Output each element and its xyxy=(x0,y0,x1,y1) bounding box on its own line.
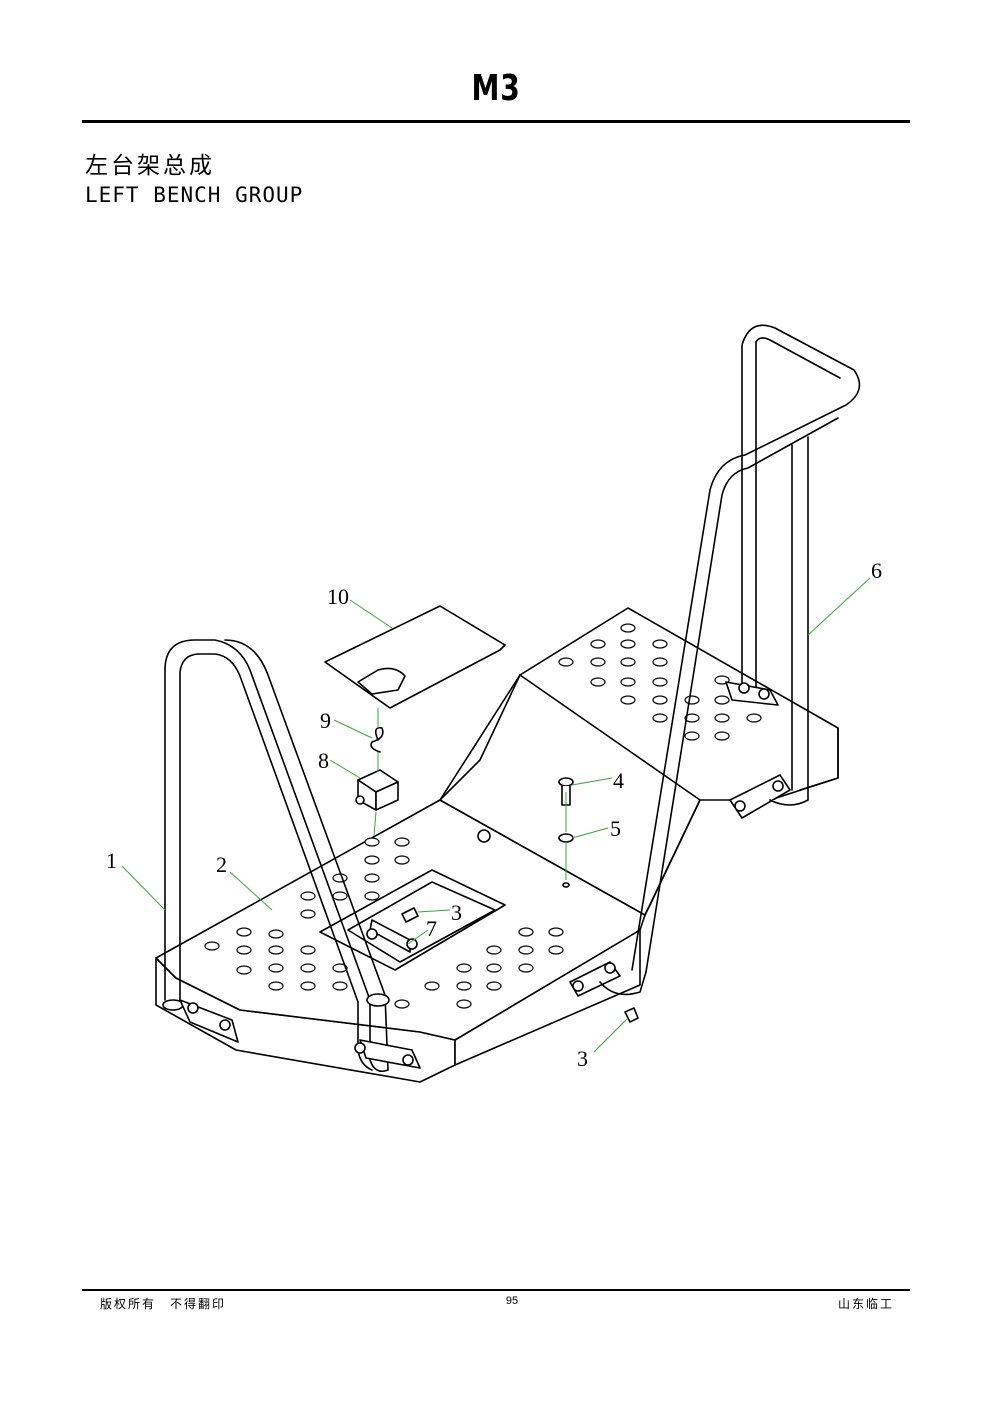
callout-5: 5 xyxy=(610,816,621,841)
leader-lines xyxy=(121,577,871,1053)
callout-7: 7 xyxy=(426,916,437,941)
cover-plate xyxy=(324,605,506,709)
deck-holes xyxy=(204,837,564,1009)
header-rule xyxy=(82,120,910,123)
callout-labels: 1 2 3 3 4 5 6 7 8 9 10 xyxy=(106,558,882,1071)
callout-8: 8 xyxy=(318,748,329,773)
footer-rule xyxy=(82,1289,910,1291)
bolt xyxy=(558,777,574,888)
latch xyxy=(355,769,399,811)
page-code: M3 xyxy=(471,68,521,109)
footer-company: 山东临工 xyxy=(838,1297,895,1311)
callout-3-bottom: 3 xyxy=(577,1046,588,1071)
footer-copyright: 版权所有 不得翻印 xyxy=(100,1297,227,1311)
bench-platform xyxy=(155,607,839,1083)
callout-2: 2 xyxy=(216,852,227,877)
callout-10: 10 xyxy=(327,584,349,609)
left-handrail xyxy=(162,639,421,1073)
title-chinese: 左台架总成 xyxy=(85,153,215,179)
callout-1: 1 xyxy=(106,848,117,873)
callout-3-center: 3 xyxy=(451,900,462,925)
callout-6: 6 xyxy=(871,558,882,583)
upper-deck-holes xyxy=(558,623,762,741)
title-english: LEFT BENCH GROUP xyxy=(85,183,304,207)
spring xyxy=(370,726,384,753)
callout-4: 4 xyxy=(613,768,624,793)
small-bolts xyxy=(401,829,639,1023)
right-handrail xyxy=(569,324,861,997)
footer-page-number: 95 xyxy=(505,1295,519,1307)
callout-9: 9 xyxy=(320,708,331,733)
